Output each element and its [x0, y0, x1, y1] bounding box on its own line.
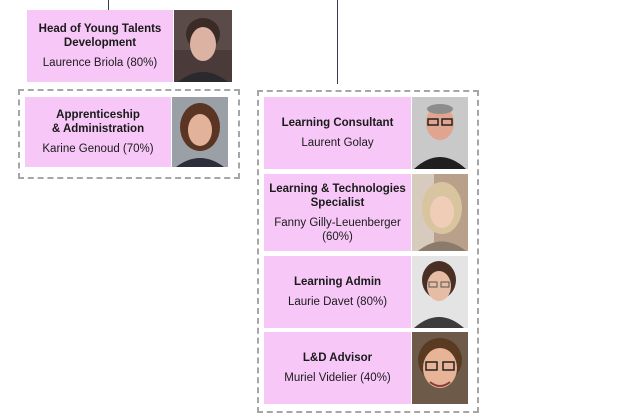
- person-name: Laurent Golay: [301, 137, 374, 149]
- person-name: Laurie Davet (80%): [287, 296, 388, 308]
- connector-line-left: [108, 0, 109, 12]
- role-card-learning-technologies-specialist: Learning & Technologies Specialist Fanny…: [264, 174, 411, 251]
- role-title: L&D Advisor: [302, 352, 373, 364]
- person-name: Karine Genoud (70%): [42, 143, 154, 155]
- avatar-muriel-videlier: [412, 332, 468, 404]
- avatar-laurent-golay: [412, 97, 468, 169]
- avatar-laurence-briola: [174, 10, 232, 82]
- avatar-laurie-davet: [412, 256, 468, 328]
- person-name: Fanny Gilly-Leuenberger (60%): [274, 216, 401, 243]
- avatar-karine-genoud: [172, 97, 228, 167]
- group-box-learning-team: [257, 90, 479, 413]
- role-card-ld-advisor: L&D Advisor Muriel Videlier (40%): [264, 332, 411, 404]
- role-card-head-young-talents: Head of Young Talents Development Lauren…: [27, 10, 173, 82]
- person-name: Muriel Videlier (40%): [284, 372, 391, 384]
- role-title: Learning & Technologies Specialist: [269, 182, 406, 209]
- role-card-apprenticeship: Apprenticeship & Administration Karine G…: [25, 97, 171, 167]
- role-title: Learning Consultant: [281, 117, 394, 129]
- role-card-learning-admin: Learning Admin Laurie Davet (80%): [264, 256, 411, 328]
- avatar-fanny-gilly-leuenberger: [412, 174, 468, 251]
- group-box-apprenticeship: [18, 89, 240, 179]
- person-name: Laurence Briola (80%): [42, 57, 158, 69]
- role-title: Learning Admin: [293, 276, 382, 288]
- role-title: Head of Young Talents Development: [38, 23, 162, 49]
- connector-line-right: [337, 0, 338, 84]
- role-card-learning-consultant: Learning Consultant Laurent Golay: [264, 97, 411, 169]
- role-title: Apprenticeship & Administration: [51, 109, 145, 135]
